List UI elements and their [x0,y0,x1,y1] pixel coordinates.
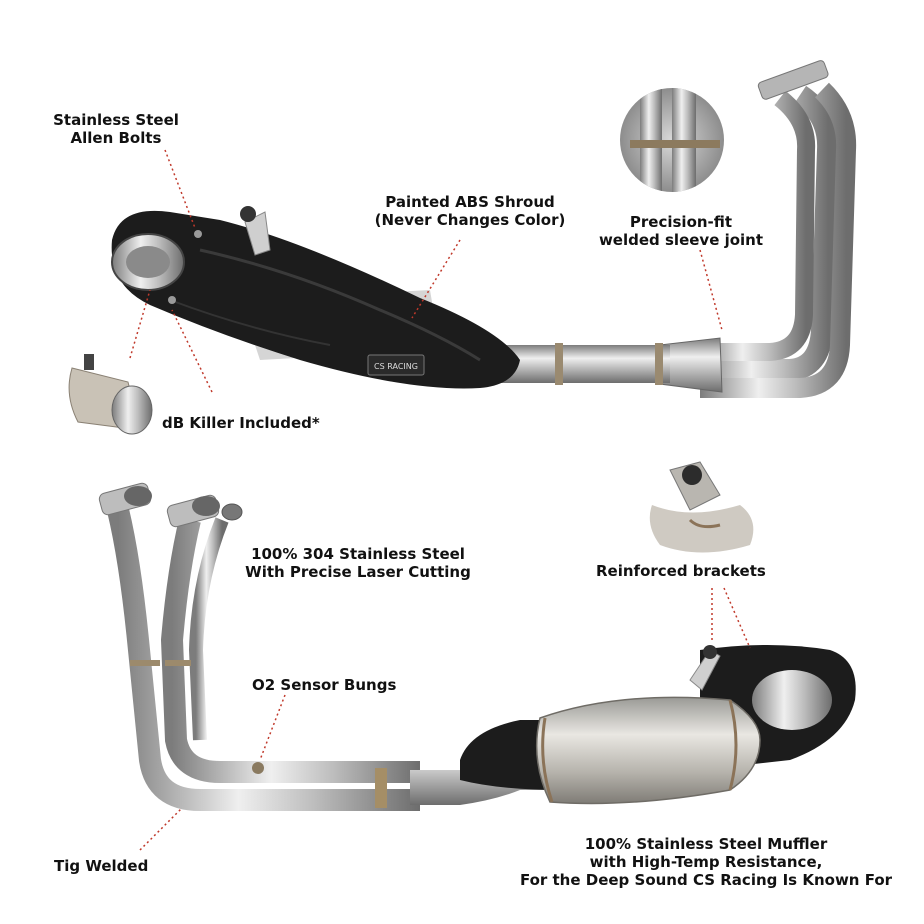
abs-shroud [111,210,521,389]
sleeve-joint-detail [620,88,724,192]
label-sleeve-joint: Precision-fit welded sleeve joint [598,213,764,249]
top-flange [757,60,829,100]
bracket-detail [649,461,754,553]
top-exhaust: CS RACING [111,60,857,398]
leader-sleeve-joint [699,249,723,331]
bottom-header-pipe-c [188,517,229,741]
leader-o2-bungs [259,694,286,761]
muffler-body [535,696,761,805]
label-brackets: Reinforced brackets [596,562,766,580]
label-muffler: 100% Stainless Steel Muffler with High-T… [519,835,893,889]
bottom-exhaust [98,482,856,811]
top-link-pipe [500,345,670,383]
leader-db-killer-b [171,309,213,393]
bottom-header-pipe-b [160,517,420,783]
brand-badge: CS RACING [374,362,418,371]
leader-brackets-b [723,587,751,649]
top-header-pipe-c [700,90,816,361]
leader-tig-welded [139,807,183,851]
label-tig-welded: Tig Welded [54,857,149,875]
leader-db-killer-a [129,289,151,359]
label-allen-bolts: Stainless Steel Allen Bolts [53,111,179,147]
leader-allen-bolts [164,149,196,229]
label-o2-bungs: O2 Sensor Bungs [252,676,397,694]
bottom-header-pipe-a [107,507,420,811]
label-laser-cutting: 100% 304 Stainless Steel With Precise La… [245,545,471,581]
db-killer-insert [68,354,153,435]
label-shroud: Painted ABS Shroud (Never Changes Color) [374,193,566,229]
brand-badge-box [367,354,425,376]
leader-shroud [411,239,461,319]
top-header-pipe-b [700,82,857,398]
top-header-pipe-a [700,85,840,381]
leader-lines [129,149,751,851]
label-db-killer: dB Killer Included* [162,414,320,432]
